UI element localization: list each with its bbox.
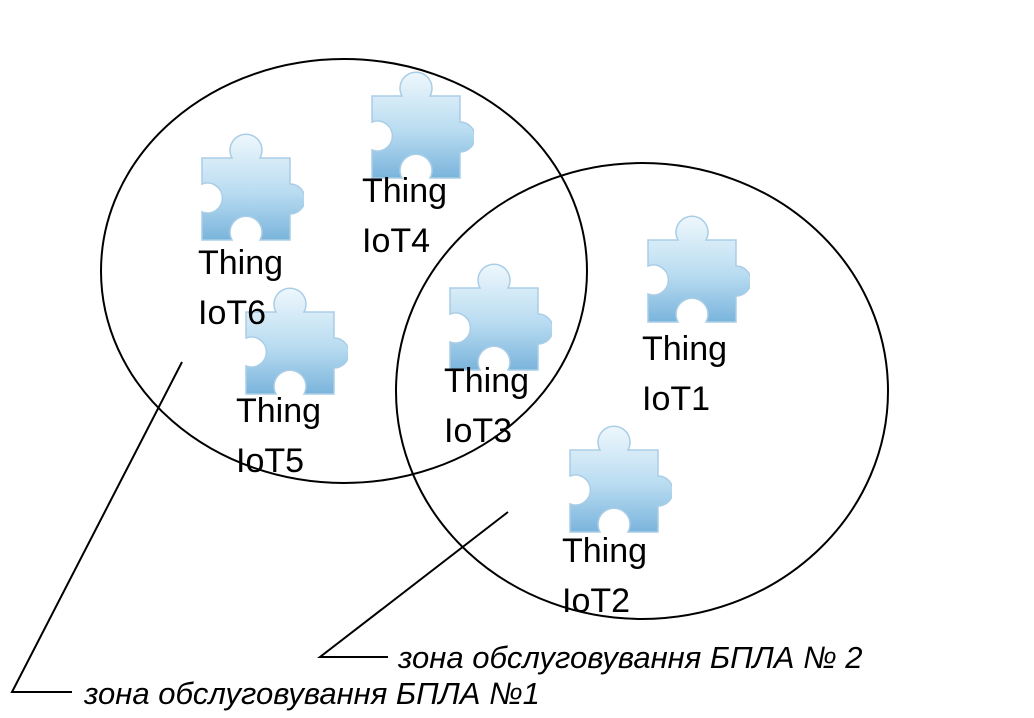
thing-label-line2: IoT1 — [642, 380, 710, 418]
thing-label-line1: Thing — [198, 244, 283, 282]
puzzle-piece-icon — [647, 215, 750, 323]
thing-iot2: Thing IoT2 — [562, 532, 647, 620]
thing-iot3: Thing IoT3 — [444, 362, 529, 450]
thing-iot5: Thing IoT5 — [236, 392, 321, 480]
thing-label-line2: IoT3 — [444, 412, 512, 450]
zone-1-label: зона обслуговування БПЛА №1 — [83, 676, 540, 711]
zone-2-leader-line — [317, 511, 509, 658]
zone-1-leader-line — [10, 361, 183, 693]
thing-label-line2: IoT5 — [236, 442, 304, 480]
thing-iot4: Thing IoT4 — [362, 172, 447, 260]
zone-2-circle — [395, 162, 889, 620]
thing-label-line1: Thing — [642, 330, 727, 368]
zone-2-label: зона обслуговування БПЛА № 2 — [397, 640, 863, 675]
zone-1-circle — [100, 58, 588, 484]
thing-label-line1: Thing — [444, 362, 529, 400]
puzzle-piece-icon — [449, 263, 552, 371]
thing-label-line1: Thing — [362, 172, 447, 210]
puzzle-piece-icon — [371, 71, 474, 179]
thing-iot1: Thing IoT1 — [642, 330, 727, 418]
thing-label-line1: Thing — [236, 392, 321, 430]
thing-label-line2: IoT4 — [362, 222, 430, 260]
thing-label-line2: IoT2 — [562, 582, 630, 620]
puzzle-piece-icon — [569, 425, 672, 533]
thing-iot6: Thing IoT6 — [198, 244, 283, 332]
thing-label-line1: Thing — [562, 532, 647, 570]
puzzle-piece-icon — [201, 133, 304, 241]
thing-label-line2: IoT6 — [198, 294, 266, 332]
